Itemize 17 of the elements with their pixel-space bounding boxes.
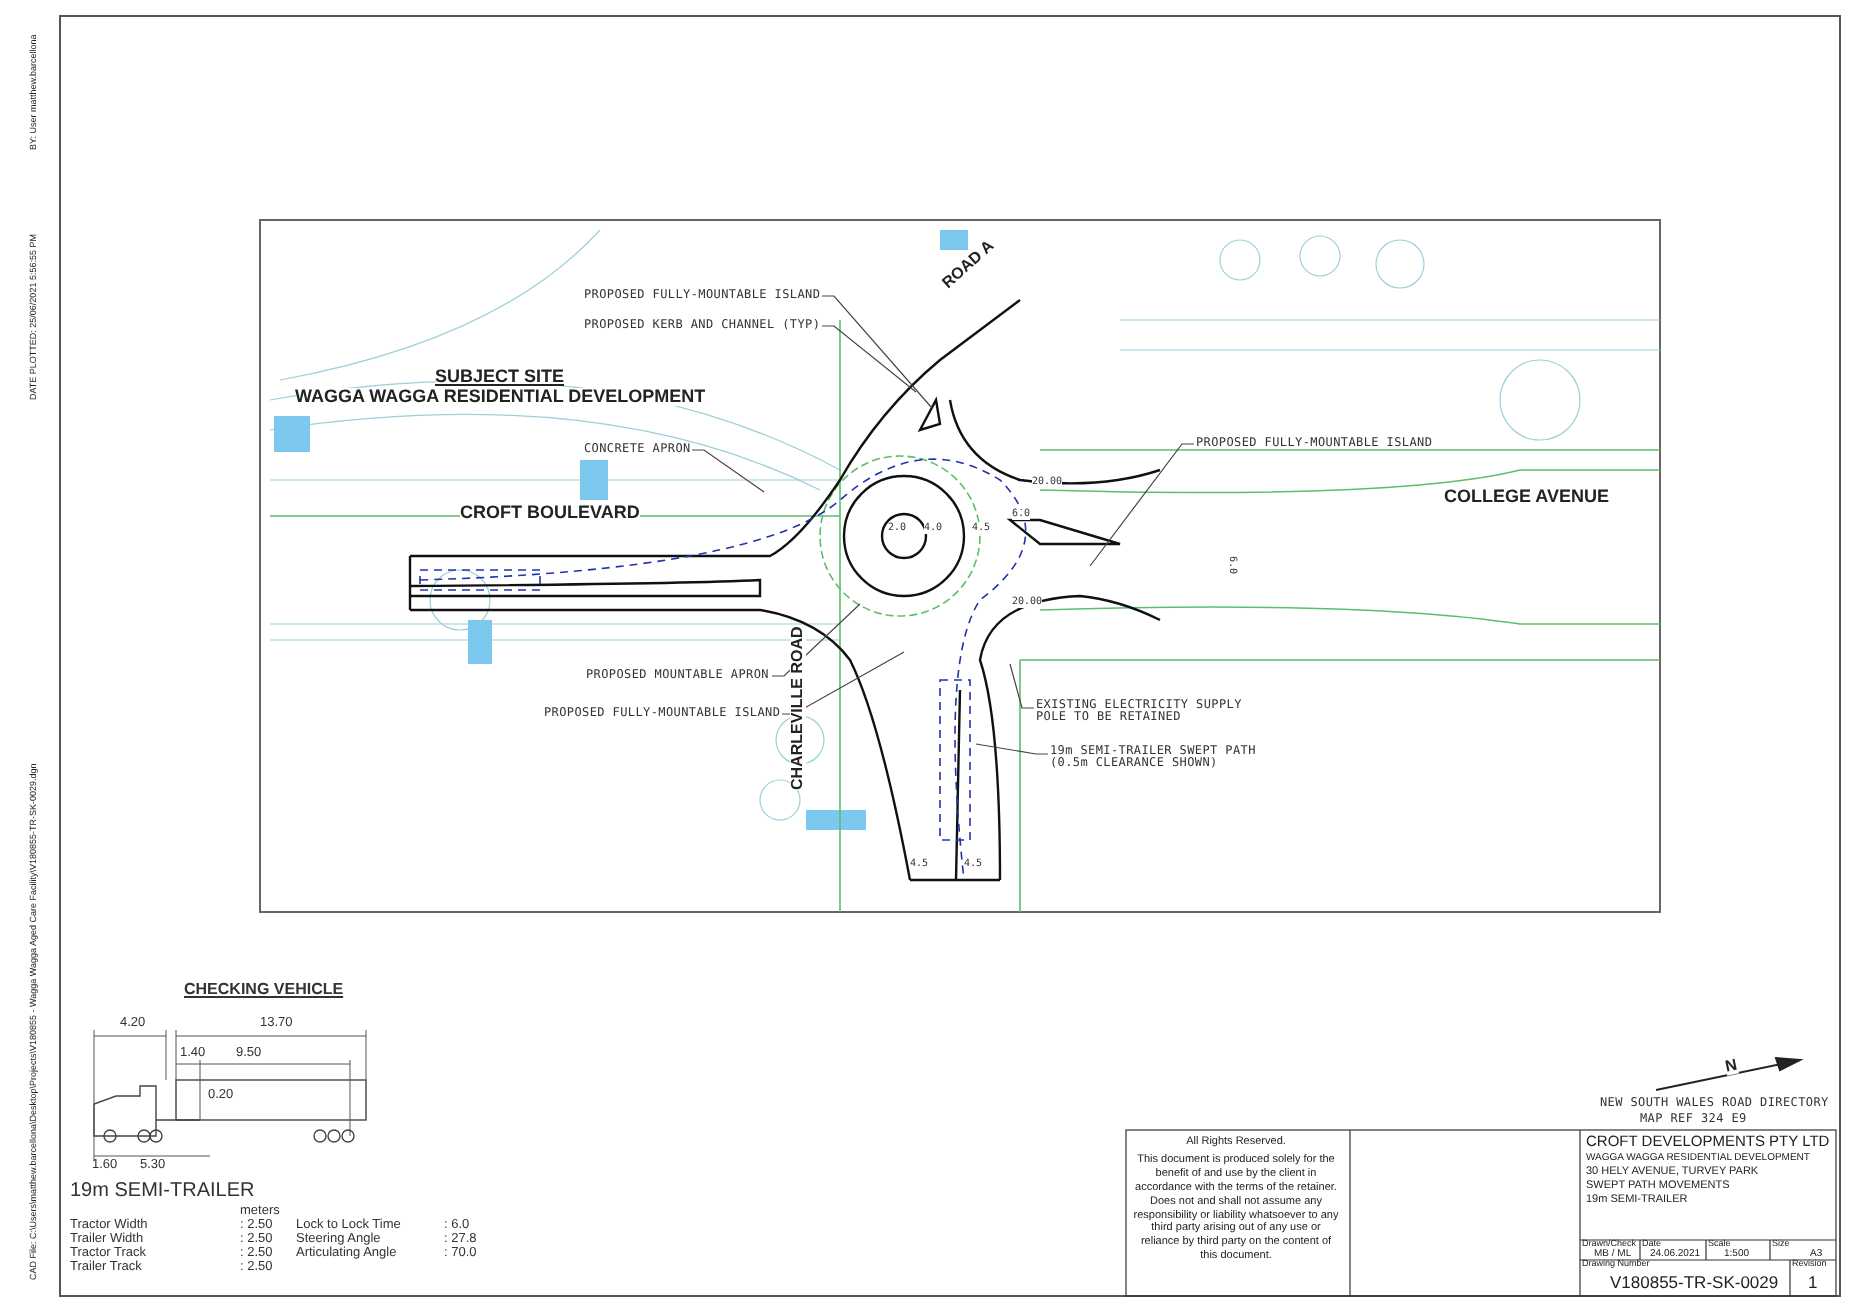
leader-line (975, 743, 1049, 755)
road-name: COLLEGE AVENUE (1444, 488, 1610, 507)
leader-line (1089, 443, 1195, 567)
drawing-number: V180855-TR-SK-0029 (1610, 1274, 1779, 1292)
north-label: N (1724, 1057, 1739, 1077)
site-heading: SUBJECT SITE (435, 368, 565, 387)
road-name: CHARLEVILLE ROAD (790, 626, 807, 790)
road-name: CROFT BOULEVARD (460, 504, 640, 523)
leader-line (1009, 663, 1035, 709)
leader-line (691, 449, 765, 493)
leader-line (821, 325, 917, 393)
vehicle-name: 19m SEMI-TRAILER (70, 1182, 255, 1203)
site-heading: WAGGA WAGGA RESIDENTIAL DEVELOPMENT (295, 388, 706, 407)
leader-line (781, 651, 905, 715)
section-heading: CHECKING VEHICLE (184, 982, 344, 999)
leader-line (821, 295, 933, 409)
revision-value: 1 (1808, 1274, 1818, 1292)
